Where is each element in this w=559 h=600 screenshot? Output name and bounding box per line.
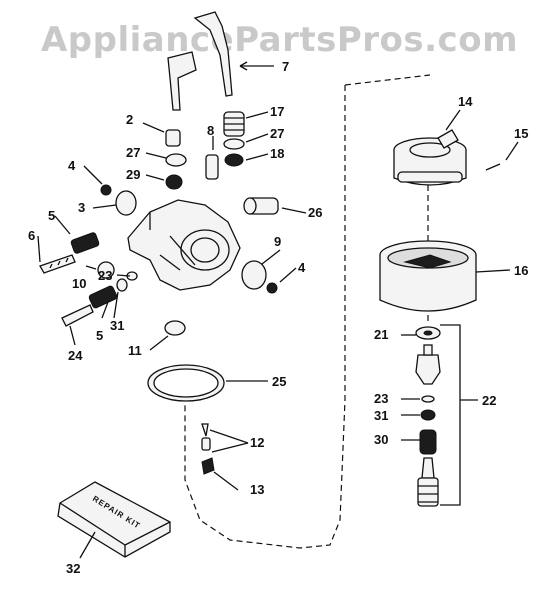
clip-13: [201, 457, 215, 475]
screw-4-left: [100, 184, 112, 196]
callout-7: 7: [282, 59, 289, 74]
callout-3: 3: [78, 200, 85, 215]
assembly-guide-line: [344, 74, 431, 86]
spring-17: [223, 111, 245, 137]
choke-plate-9: [241, 260, 267, 290]
bowl-nut-22: [415, 344, 441, 385]
leader-lines: [37, 61, 519, 559]
callout-4-right: 4: [298, 260, 306, 275]
float-14: [393, 129, 467, 186]
callout-12: 12: [250, 435, 264, 450]
callout-32: 32: [66, 561, 80, 576]
callout-31-right: 31: [374, 408, 388, 423]
callout-15: 15: [514, 126, 528, 141]
callout-29: 29: [126, 167, 140, 182]
callout-6: 6: [28, 228, 35, 243]
throttle-plate-3: [115, 190, 137, 216]
carburetor-body: [127, 199, 241, 291]
float-bowl-16: [379, 240, 477, 312]
callout-31-left: 31: [110, 318, 124, 333]
spring-8: [205, 154, 219, 180]
callout-23-right: 23: [374, 391, 388, 406]
callout-9: 9: [274, 234, 281, 249]
watermark: AppliancePartsPros.com: [40, 20, 518, 60]
float-pin-15: [485, 163, 501, 171]
callout-14: 14: [458, 94, 473, 109]
main-screw-24: [61, 285, 118, 327]
assembly-guide-line: [174, 85, 346, 549]
bowl-screw: [417, 457, 439, 507]
seal-18: [224, 153, 244, 167]
callout-27-left: 27: [126, 145, 140, 160]
callout-4-left: 4: [68, 158, 76, 173]
callout-26: 26: [308, 205, 322, 220]
callout-17: 17: [270, 104, 284, 119]
seal-29: [165, 174, 183, 190]
washer-27-right: [223, 138, 245, 150]
throttle-shaft: [193, 11, 233, 97]
washer-31-left: [116, 278, 128, 292]
seal-10: [97, 261, 115, 279]
spring-5-top: [70, 232, 100, 254]
callout-8: 8: [207, 123, 214, 138]
callout-5-top: 5: [48, 208, 55, 223]
spring-30: [419, 429, 437, 455]
callout-25: 25: [272, 374, 286, 389]
callout-11: 11: [128, 343, 142, 358]
idle-screw-6: [39, 254, 76, 274]
callout-30: 30: [374, 432, 388, 447]
callout-13: 13: [250, 482, 264, 497]
washer-31-right: [420, 409, 436, 421]
plug-11: [164, 320, 186, 336]
screw-4-right: [266, 282, 278, 294]
callout-22: 22: [482, 393, 496, 408]
callout-labels: 7 2 8 17 27 27 18 4 29 3 26 5 6 9 4 23 1…: [28, 59, 528, 576]
callout-21: 21: [374, 327, 388, 342]
washer-21-hole: [423, 330, 433, 336]
choke-bracket: [167, 51, 197, 111]
needle-12: [201, 423, 211, 451]
callout-18: 18: [270, 146, 284, 161]
callout-2: 2: [126, 112, 133, 127]
callout-10: 10: [72, 276, 86, 291]
washer-27-left: [165, 153, 187, 167]
callout-27-right: 27: [270, 126, 284, 141]
callout-5-bottom: 5: [96, 328, 103, 343]
callout-23-left: 23: [98, 268, 112, 283]
washer-23-right: [421, 395, 435, 403]
callout-16: 16: [514, 263, 528, 278]
spring-2: [165, 129, 181, 147]
fuel-fitting-26: [243, 197, 279, 215]
gasket-25-inner: [153, 368, 219, 398]
repair-kit-32: REPAIR KIT: [57, 481, 171, 558]
callout-24: 24: [68, 348, 83, 363]
